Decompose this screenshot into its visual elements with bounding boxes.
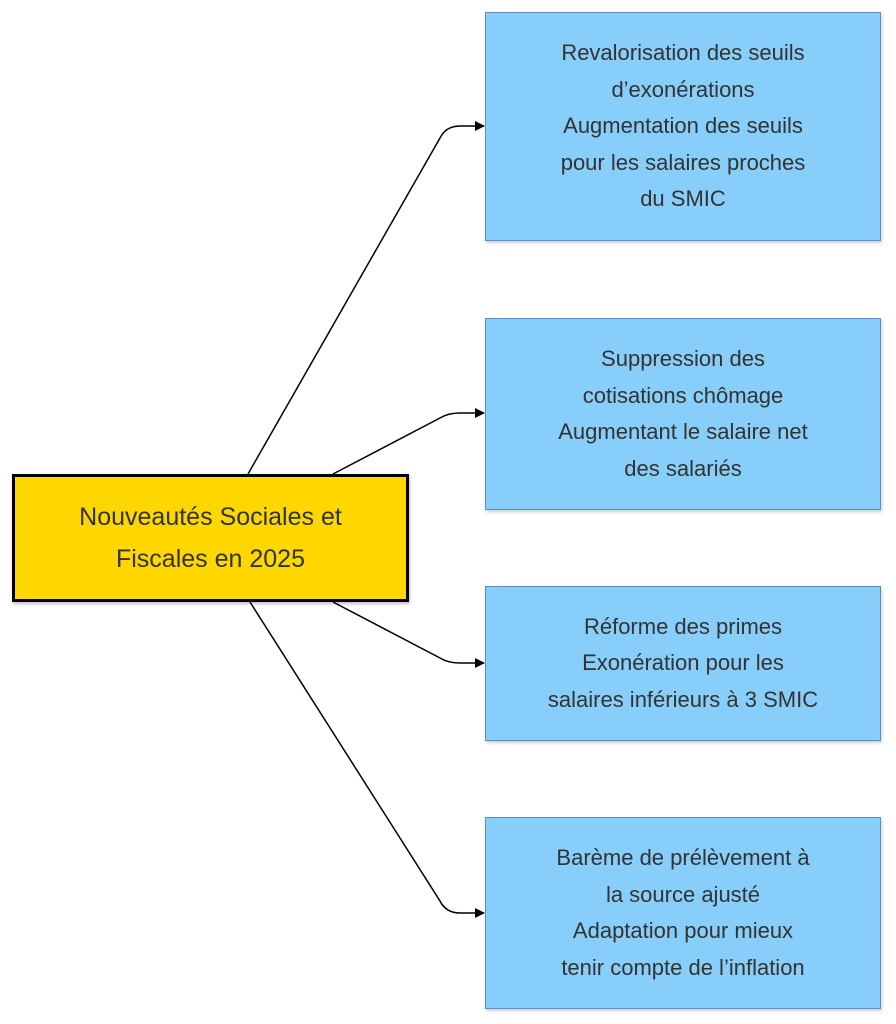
branch-line: tenir compte de l’inflation [561, 954, 805, 980]
branch-line: du SMIC [640, 186, 726, 212]
edge-root-to-branch-4 [249, 601, 485, 918]
branch-line: Barème de prélèvement à [556, 845, 810, 870]
branch-line: Exonération pour les [582, 650, 784, 676]
branch-line: Revalorisation des seuils [561, 40, 805, 66]
branch-line: pour les salaires proches [560, 149, 806, 175]
branch-line: salaires inférieurs à 3 SMIC [547, 686, 819, 712]
root-line: Nouveautés Sociales et [79, 503, 342, 531]
branch-line: Réforme des primes [583, 613, 783, 639]
branch-line: Augmentant le salaire net [558, 419, 808, 444]
branch-line: Suppression des [601, 346, 765, 371]
edge-root-to-branch-1 [247, 121, 485, 475]
branch-line: des salariés [624, 455, 742, 481]
branch-line: Augmentation des seuils [563, 113, 803, 139]
root-line: Fiscales en 2025 [115, 545, 305, 573]
branch-node-cotisations: Suppression des cotisations chômage Augm… [485, 318, 881, 510]
root-node: Nouveautés Sociales et Fiscales en 2025 [12, 474, 409, 602]
edge-root-to-branch-3 [332, 601, 485, 668]
branch-line: cotisations chômage [582, 382, 784, 408]
branch-node-primes: Réforme des primes Exonération pour les … [485, 586, 881, 741]
branch-line: la source ajusté [605, 881, 761, 907]
branch-node-prelevement: Barème de prélèvement à la source ajusté… [485, 817, 881, 1009]
edge-root-to-branch-2 [332, 408, 485, 475]
branch-line: Adaptation pour mieux [572, 918, 794, 943]
branch-line: d’exonérations [611, 76, 755, 102]
branch-node-exonerations: Revalorisation des seuils d’exonérations… [485, 12, 881, 241]
